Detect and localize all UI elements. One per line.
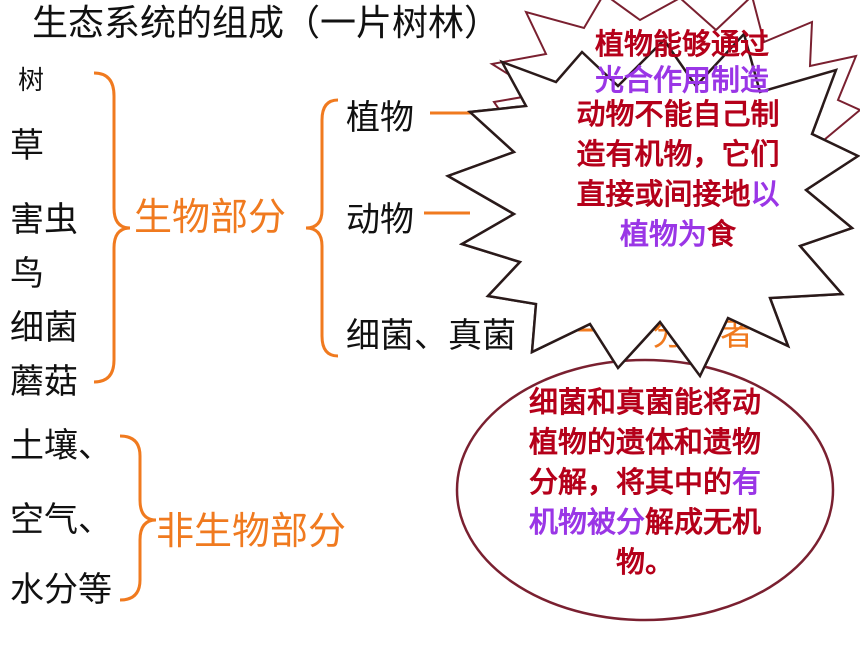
group-animals: 动物 (346, 200, 414, 240)
animal-note-text: 动物不能自己制造有机物，它们直接或间接地以植物为食 (566, 94, 790, 254)
abiotic-air: 空气、 (10, 500, 112, 540)
biotic-label: 生物部分 (134, 195, 287, 239)
abiotic-water: 水分等 (10, 570, 112, 610)
organism-bacteria: 细菌 (10, 308, 78, 348)
bracket-biotic (93, 71, 131, 384)
animal-note-body: 动物不能自己制造有机物，它们直接或间接地 (576, 97, 780, 211)
microbe-note-text: 细菌和真菌能将动植物的遗体和遗物分解，将其中的有机物被分解成无机物。 (522, 382, 768, 582)
organism-pest: 害虫 (10, 200, 78, 240)
microbe-note-highlight: 有机物被分 (528, 465, 762, 539)
plant-note-text: 植物能够通过 光合作用制造 (572, 26, 792, 98)
organism-mushroom: 蘑菇 (10, 362, 78, 402)
role-decomposer: 分解者 (652, 314, 754, 354)
animal-note-post: 食 (707, 217, 737, 251)
organism-grass: 草 (10, 126, 44, 166)
abiotic-label: 非生物部分 (156, 509, 347, 553)
microbe-note-post: 解成无机物。 (615, 505, 762, 579)
microbe-note-body: 细菌和真菌能将动植物的遗体和遗物分解，将其中的 (528, 385, 761, 499)
group-plants: 植物 (346, 98, 414, 138)
plant-note-highlight: 光合作用制造 (594, 63, 769, 97)
animal-note-highlight: 以植物为 (619, 177, 780, 251)
organism-tree: 树 (18, 66, 45, 96)
plant-note-pre: 植物能够通过 (594, 27, 769, 61)
bracket-groups (305, 98, 339, 358)
abiotic-soil: 土壤、 (10, 426, 112, 466)
bracket-abiotic (119, 434, 157, 602)
page-title: 生态系统的组成（一片树林） (32, 3, 501, 44)
organism-bird: 鸟 (10, 254, 44, 294)
group-microbes: 细菌、真菌 (346, 316, 516, 356)
